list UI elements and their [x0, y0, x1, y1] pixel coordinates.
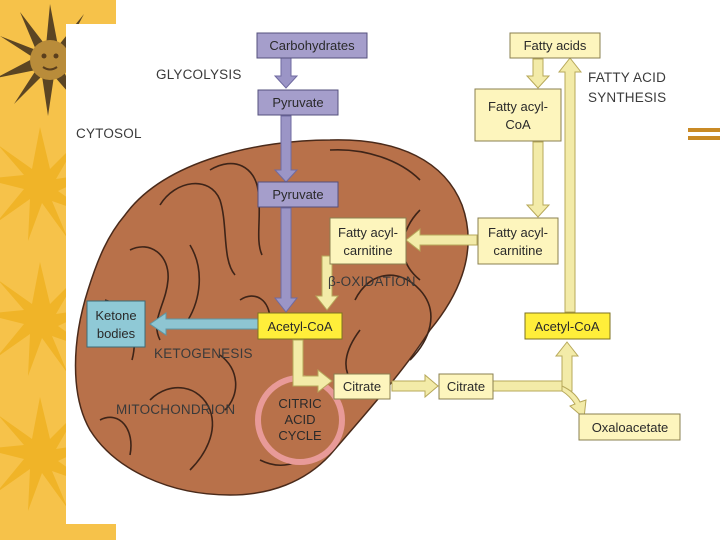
arrow-citrate-transport — [391, 373, 439, 399]
arrow-citrate-branch — [490, 380, 563, 392]
box-carbohydrates-label: Carbohydrates — [269, 38, 355, 53]
accent-bar-2 — [688, 136, 720, 140]
box-fatty-acids-label: Fatty acids — [524, 38, 587, 53]
label-mitochondrion: MITOCHONDRION — [116, 402, 235, 417]
sun-icon-middle-2 — [0, 262, 96, 376]
sun-icon-top — [0, 4, 104, 116]
accent-bar-1 — [688, 128, 720, 132]
arrow-acylcoa-to-acylcarnitine — [525, 141, 551, 218]
arrow-to-acetylcoa-cyto — [554, 341, 580, 392]
box-pyruvate-cytosol — [257, 89, 339, 116]
box-oxaloacetate — [578, 413, 681, 441]
fatty-acid-arrows — [292, 57, 587, 419]
label-fatty-acid-synthesis-1: FATTY ACID — [588, 70, 666, 85]
box-acetyl-coa-mito — [257, 312, 343, 340]
box-fatty-acids — [509, 32, 601, 59]
box-citrate-mito-label: Citrate — [343, 379, 381, 394]
box-fatty-acylcarnitine-cyto-label-2: carnitine — [493, 243, 542, 258]
cycle-label-1: CITRIC — [278, 396, 321, 411]
box-oxaloacetate-label: Oxaloacetate — [592, 420, 669, 435]
box-fatty-acylcarnitine-cyto — [477, 217, 559, 265]
box-fatty-acylcarnitine-cyto-label-1: Fatty acyl- — [488, 225, 548, 240]
box-citrate-mito — [333, 373, 391, 400]
box-fatty-acyl-coa — [474, 88, 562, 142]
box-citrate-cyto — [438, 373, 494, 400]
box-fatty-acylcarnitine-mito — [329, 217, 407, 265]
box-citrate-cyto-label: Citrate — [447, 379, 485, 394]
label-ketogenesis: KETOGENESIS — [154, 346, 253, 361]
arrow-acetylcoa-to-citrate — [292, 339, 333, 394]
box-fatty-acyl-coa-label-1: Fatty acyl- — [488, 99, 548, 114]
box-fatty-acylcarnitine-mito-label-2: carnitine — [343, 243, 392, 258]
arrow-ketogenesis — [149, 312, 259, 336]
box-pyruvate-mito-label: Pyruvate — [272, 187, 323, 202]
arrow-acylcarnitine-transport — [405, 227, 478, 253]
box-fatty-acyl-coa-label-2: CoA — [505, 117, 531, 132]
box-carbohydrates — [256, 32, 368, 59]
label-beta-oxidation: β-OXIDATION — [328, 274, 416, 289]
box-acetyl-coa-cyto — [524, 312, 611, 340]
arrow-pyruvate-to-acetylcoa — [273, 207, 299, 313]
box-ketone-bodies-label-1: Ketone — [95, 308, 136, 323]
arrow-fattyacids-to-acylcoa — [525, 58, 551, 89]
box-fatty-acylcarnitine-mito-label-1: Fatty acyl- — [338, 225, 398, 240]
box-ketone-bodies — [86, 300, 146, 348]
arrow-fatty-acid-synthesis — [557, 57, 583, 313]
sun-icon-bottom — [0, 397, 96, 511]
box-pyruvate-mito — [257, 181, 339, 208]
label-cytosol: CYTOSOL — [76, 126, 142, 141]
arrow-pyruvate-to-pyruvate — [273, 115, 299, 183]
arrow-to-oxaloacetate — [561, 385, 587, 419]
label-fatty-acid-synthesis-2: SYNTHESIS — [588, 90, 666, 105]
sun-icon-middle-1 — [0, 127, 96, 241]
box-acetyl-coa-cyto-label: Acetyl-CoA — [534, 319, 599, 334]
arrow-carbs-to-pyruvate — [273, 56, 299, 89]
box-pyruvate-cytosol-label: Pyruvate — [272, 95, 323, 110]
box-acetyl-coa-mito-label: Acetyl-CoA — [267, 319, 332, 334]
label-glycolysis: GLYCOLYSIS — [156, 67, 242, 82]
cycle-label-2: ACID — [284, 412, 315, 427]
cycle-label-3: CYCLE — [278, 428, 322, 443]
glycolysis-arrows — [273, 56, 299, 313]
box-ketone-bodies-label-2: bodies — [97, 326, 136, 341]
